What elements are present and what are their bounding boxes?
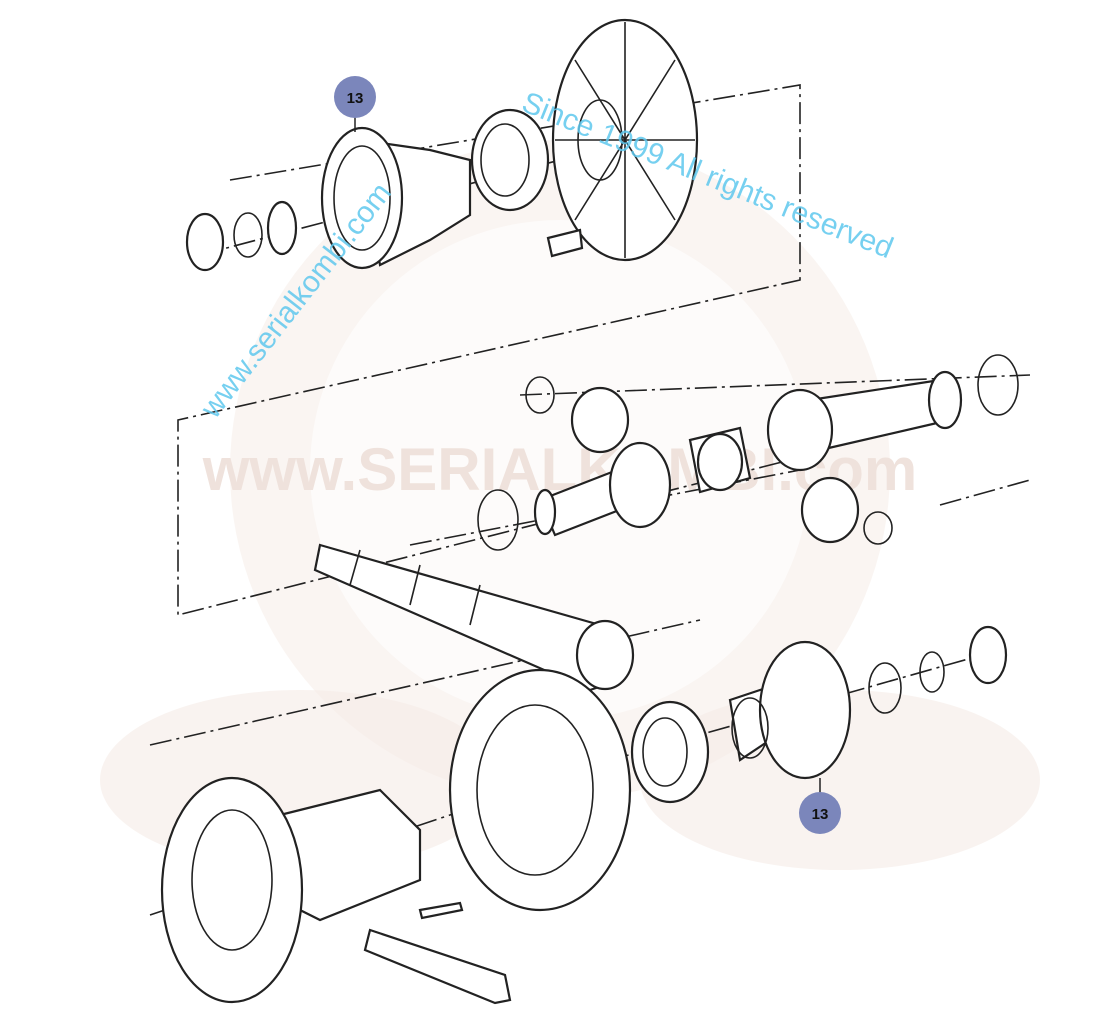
callout-label: 13 (812, 806, 829, 823)
flange-cover-top (185, 18, 699, 272)
pinion-shaft (313, 543, 635, 692)
flange-cover-bottom (728, 625, 1008, 780)
ring-gear (448, 668, 710, 912)
callout-13-bottom[interactable]: 13 (799, 778, 841, 834)
callout-label: 13 (347, 90, 364, 107)
differential-housing (160, 776, 512, 1005)
callout-13-top[interactable]: 13 (334, 76, 376, 132)
differential-gears (477, 354, 1019, 551)
